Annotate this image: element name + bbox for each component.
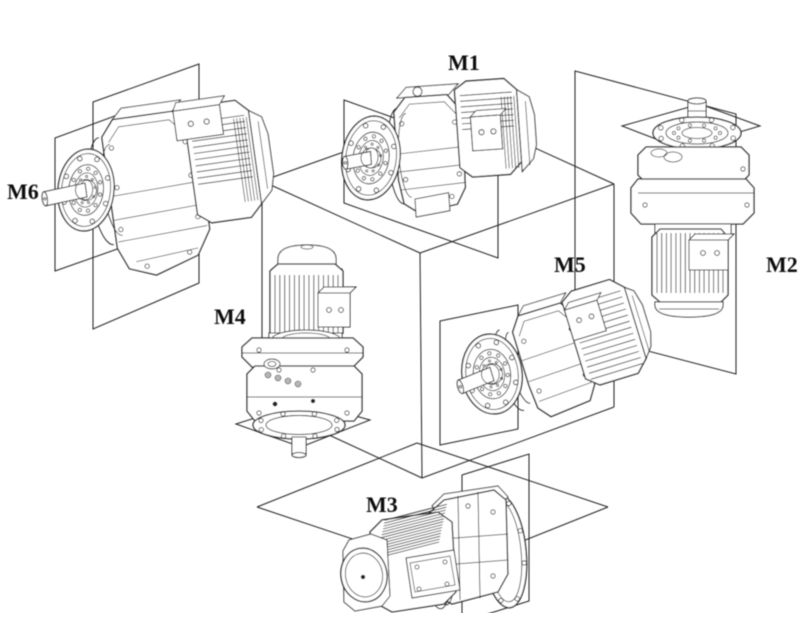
svg-text:M6: M6 [7,179,39,204]
svg-text:M4: M4 [214,304,246,329]
svg-text:M2: M2 [766,252,798,277]
svg-text:M5: M5 [554,252,586,277]
svg-text:M3: M3 [366,492,398,517]
svg-text:M1: M1 [448,50,480,75]
